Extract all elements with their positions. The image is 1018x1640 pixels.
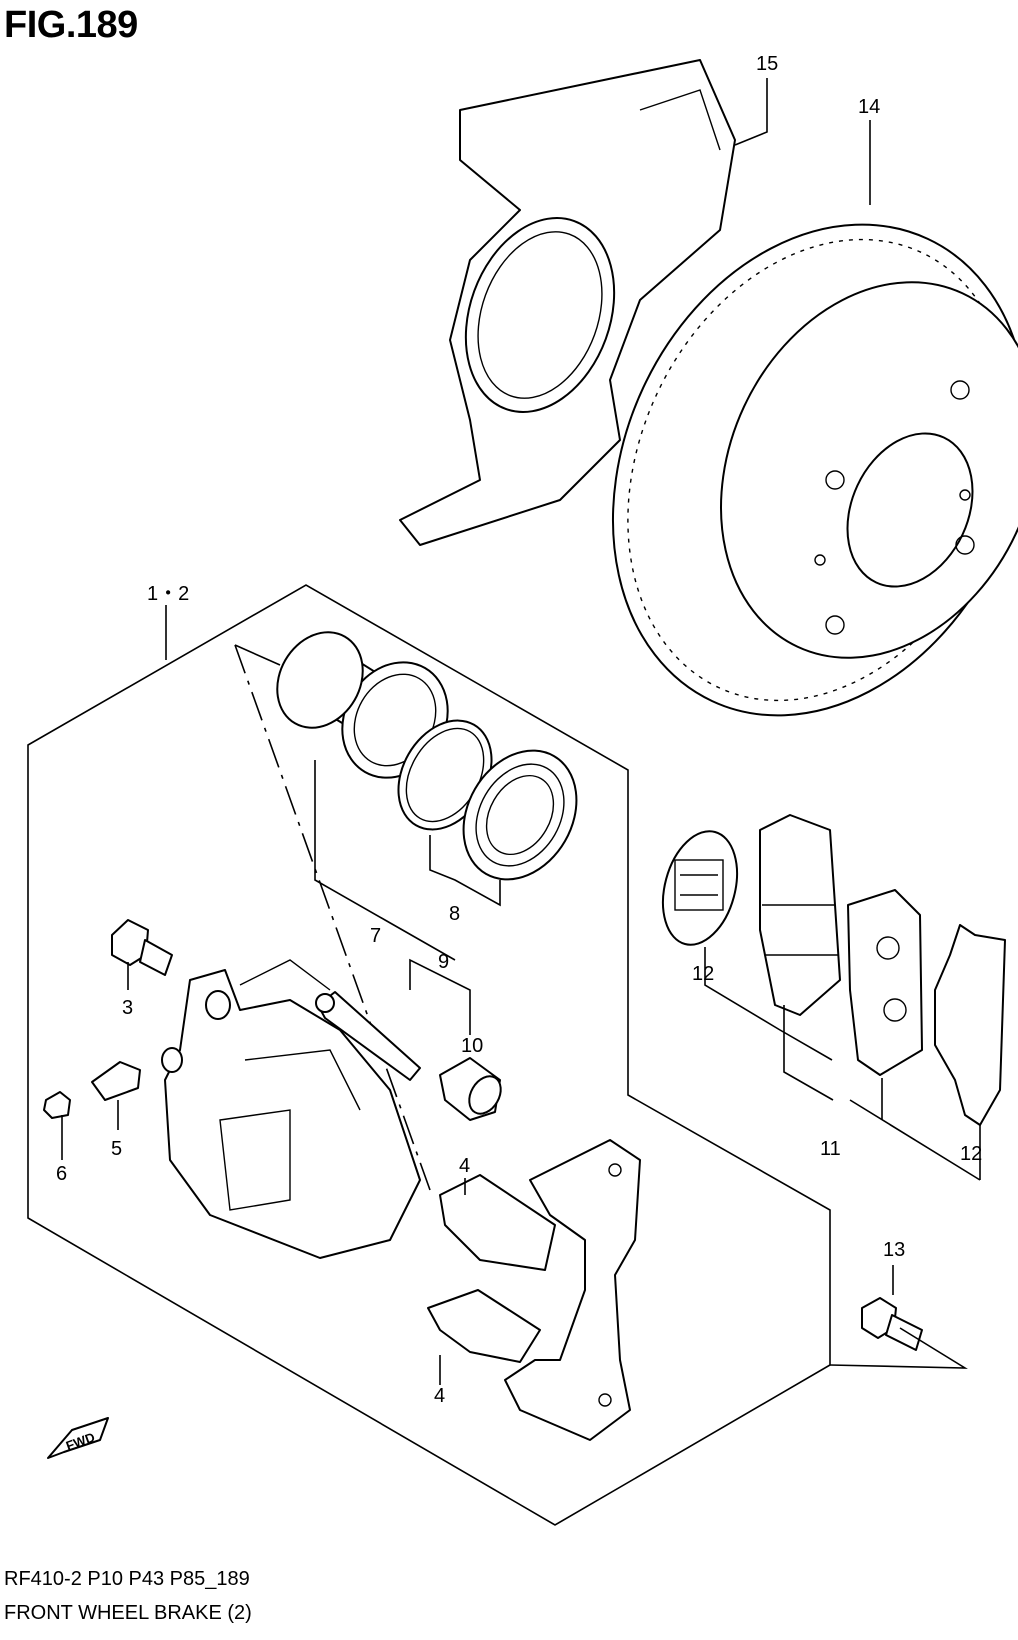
assembly-frame: [27, 584, 831, 1526]
diagram-code: RF410-2 P10 P43 P85_189: [4, 1568, 250, 1590]
guide-pin-boot-part: [439, 1057, 502, 1121]
callout-12-clip: 12: [960, 1143, 982, 1165]
guide-pin-part: [315, 991, 421, 1081]
callout-5: 5: [111, 1138, 122, 1160]
fwd-arrow-icon: FWD: [47, 1417, 109, 1459]
pad-clip-lower-part: [427, 1289, 541, 1363]
callout-15: 15: [756, 53, 778, 75]
brake-pad-outer-part: [759, 814, 841, 1016]
callout-11: 11: [820, 1138, 841, 1160]
bleeder-screw-part: [91, 1061, 141, 1101]
callout-4-upper: 4: [459, 1155, 470, 1177]
callout-1-2: 1・2: [147, 583, 189, 605]
callout-10: 10: [461, 1035, 483, 1057]
pad-wear-indicator-part: [934, 924, 1006, 1126]
callout-9: 9: [438, 951, 449, 973]
leader-lines: [61, 78, 981, 1385]
diagram-name: FRONT WHEEL BRAKE (2): [4, 1602, 252, 1624]
pad-clip-upper-part: [439, 1174, 556, 1271]
callout-6: 6: [56, 1163, 67, 1185]
callout-4-lower: 4: [434, 1385, 445, 1407]
figure-title: FIG.189: [4, 4, 138, 46]
dust-shield-part: [399, 59, 736, 546]
pad-shim-part: [662, 830, 738, 946]
callout-12-shim: 12: [692, 963, 714, 985]
callout-14: 14: [858, 96, 880, 118]
brake-disc-part: [612, 223, 1018, 717]
caliper-body-part: [161, 959, 421, 1259]
callout-13: 13: [883, 1239, 905, 1261]
caliper-support-bracket-part: [504, 1139, 641, 1441]
callout-3: 3: [122, 997, 133, 1019]
brake-pad-inner-part: [847, 889, 923, 1076]
callout-7: 7: [370, 925, 381, 947]
bleeder-cap-part: [43, 1091, 71, 1119]
piston-boot-part: [462, 749, 578, 881]
bracket-bolt-part: [861, 1297, 923, 1351]
callout-8: 8: [449, 903, 460, 925]
caliper-bolt-part: [111, 919, 173, 976]
